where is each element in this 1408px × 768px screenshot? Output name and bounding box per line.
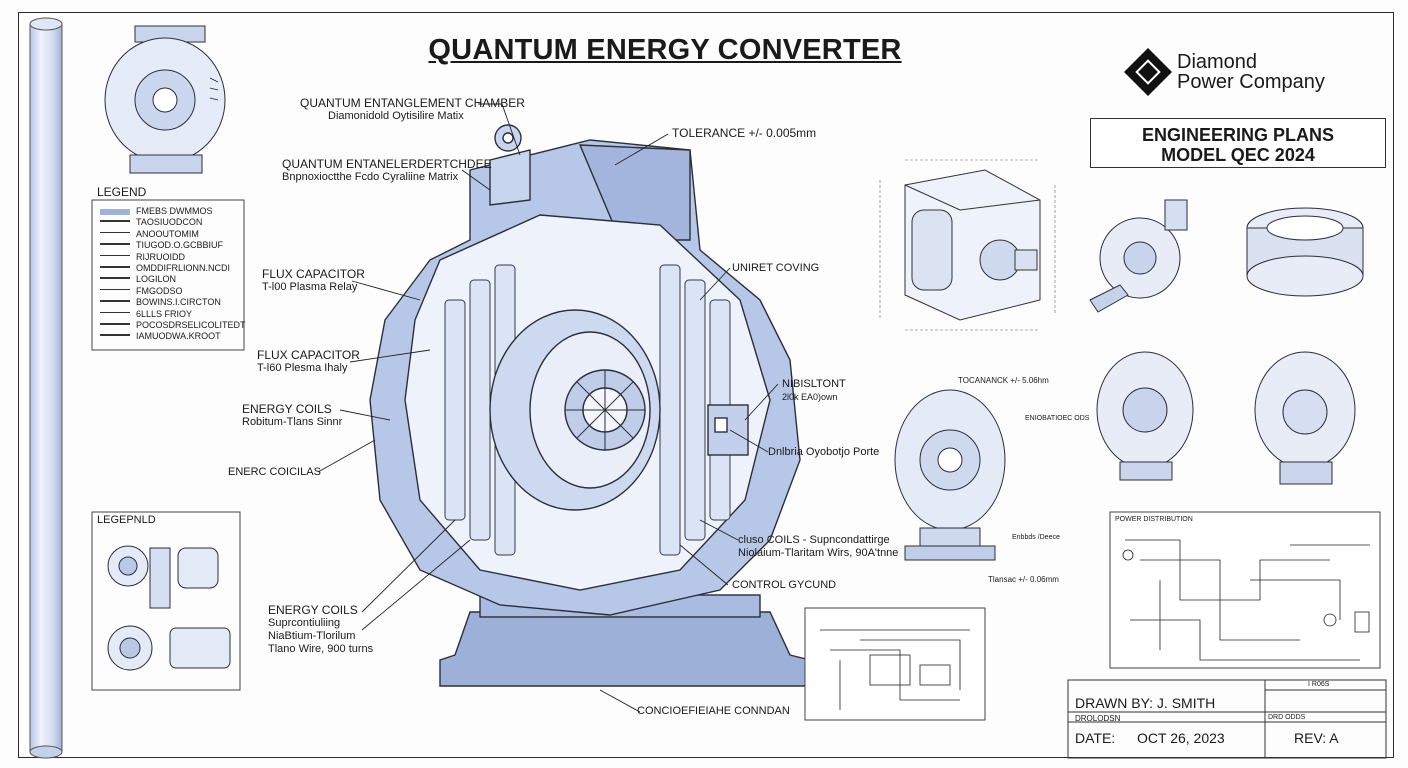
power-title: POWER DISTRIBUTION [1115,516,1193,523]
legend-swatch [100,323,130,325]
legend-swatch [100,231,130,234]
side-tol1: TOCANANCK +/- 5.06hm [958,376,1049,385]
revision: REV: A [1294,730,1339,746]
legend-swatch [100,334,130,336]
diamond-logo-icon [1124,48,1172,96]
callout-flux2: FLUX CAPACITOR T-l60 Plesma Ihaly [257,349,360,375]
drawn-sub: DROLODSN [1075,714,1121,723]
callout-flux1: FLUX CAPACITOR T-l00 Plasma Relay [262,268,365,294]
plans-line1: ENGINEERING PLANS [1141,125,1335,145]
paper-roll [29,17,63,759]
company-name-line2: Power Company [1177,71,1325,93]
legend-title: LEGEND [97,185,147,199]
dnlbria-label: Dnlbria Oyobotjo Porte [768,446,880,458]
nibis-title: NIBISLTONT [782,378,846,390]
side-label2: Enbbds /Deece [1012,534,1060,541]
energy1-title: ENERGY COILS [242,402,332,416]
chamber-title: QUANTUM ENTANGLEMENT CHAMBER [300,96,525,110]
bottom-label: CONCIOEFIEIAHE CONNDAN [637,705,790,717]
legend-item: IAMUODWA.KROOT [136,331,221,342]
callout-entangler: QUANTUM ENTANELERDERTCHDEE Bnpnoxioctthe… [282,158,492,184]
legend-item: TIUGOD.O.GCBBIUF [136,240,224,251]
flux1-title: FLUX CAPACITOR [262,267,365,281]
legend-swatch [100,277,130,279]
legend-item: FMGODSO [136,285,183,296]
plans-line2: MODEL QEC 2024 [1161,145,1315,165]
company-name: Diamond Power Company [1177,52,1325,92]
side-tol2: Tlansac +/- 0.06mm [988,575,1059,584]
legend-item: OMDDIFRLIONN.NCDI [136,263,230,273]
control-label: CONTROL GYCUND [732,579,837,591]
legend-item: ANOOUTOMIM [136,228,199,239]
callout-cluso: cluso COILS - Supncondattirge Niolaium-T… [738,534,898,560]
date-label: DATE: [1075,730,1116,746]
energy2-sub2: NiaBtium-Tlorilum [268,630,356,642]
flux2-title: FLUX CAPACITOR [257,348,360,362]
title-block-corner-top: I R06S [1308,681,1330,688]
chamber-sub: Diamonidold Oytisilire Matix [328,110,464,122]
energy1-sub: Robitum-Tlans Sinnr [242,416,343,428]
legend-swatch [100,288,130,291]
flux2-sub: T-l60 Plesma Ihaly [257,362,348,374]
cluso-line2: Niolaium-Tlaritam Wirs, 90A'tnne [738,547,899,559]
legend-item: FMEBS DWMMOS [136,206,213,216]
date-value: OCT 26, 2023 [1137,730,1225,746]
legend-swatch [100,311,130,314]
legend-item: POCOSDRSELICOLITEDT [136,320,246,330]
legend-swatch [100,254,130,257]
plans-box: ENGINEERING PLANS MODEL QEC 2024 [1090,118,1386,168]
legend-item: LOGILON [136,274,177,285]
legend-item: TAOSIUODCON [136,217,203,228]
legend-item: 6LLLS FRIOY [136,308,193,319]
tolerance-label: TOLERANCE +/- 0.005mm [672,126,817,140]
legend-item: RIJRUOIDD [136,251,185,262]
unirt-label: UNIRET COVING [732,262,820,274]
cluso-line1: cluso COILS - Supncondattirge [738,534,890,546]
flux1-sub: T-l00 Plasma Relay [262,281,358,293]
legend-swatch [100,300,130,302]
drawn-by: DRAWN BY: J. SMITH [1075,695,1216,711]
energy2-sub1: Suprcontiuliing [268,617,341,629]
entangler-sub: Bnpnoxioctthe Fcdo Cyraliine Matrix [282,171,459,183]
drawing-frame [18,12,1394,758]
legend-swatch [100,220,130,222]
legend-swatch [100,209,130,215]
drawing-title: QUANTUM ENERGY CONVERTER [428,34,902,66]
callout-energy2: ENERGY COILS Suprcontiuliing NiaBtium-Tl… [268,604,373,656]
legend-swatch [100,243,130,245]
legend-item: BOWINS.I.CIRCTON [136,297,221,308]
callout-chamber: QUANTUM ENTANGLEMENT CHAMBER Diamonidold… [300,97,525,123]
callout-energy1: ENERGY COILS Robitum-Tlans Sinnr [242,403,342,429]
entangler-title: QUANTUM ENTANELERDERTCHDEE [282,157,492,171]
company-name-line1: Diamond [1177,51,1258,73]
energy2-title: ENERGY COILS [268,603,358,617]
nibis-sub: 2l0k EA0)own [782,392,838,402]
legend-swatch [100,266,130,268]
title-block-corner-mid: DRD ODDS [1268,714,1306,721]
energy2-sub3: Tlano Wire, 900 turns [268,643,374,655]
side-label1: ENIOBATIOEC ODS [1025,415,1090,422]
enerc-label: ENERC COICILAS [228,466,321,478]
callout-nibis: NIBISLTONT 2l0k EA0)own [782,378,846,404]
legend2-title: LEGEPNLD [97,514,156,526]
